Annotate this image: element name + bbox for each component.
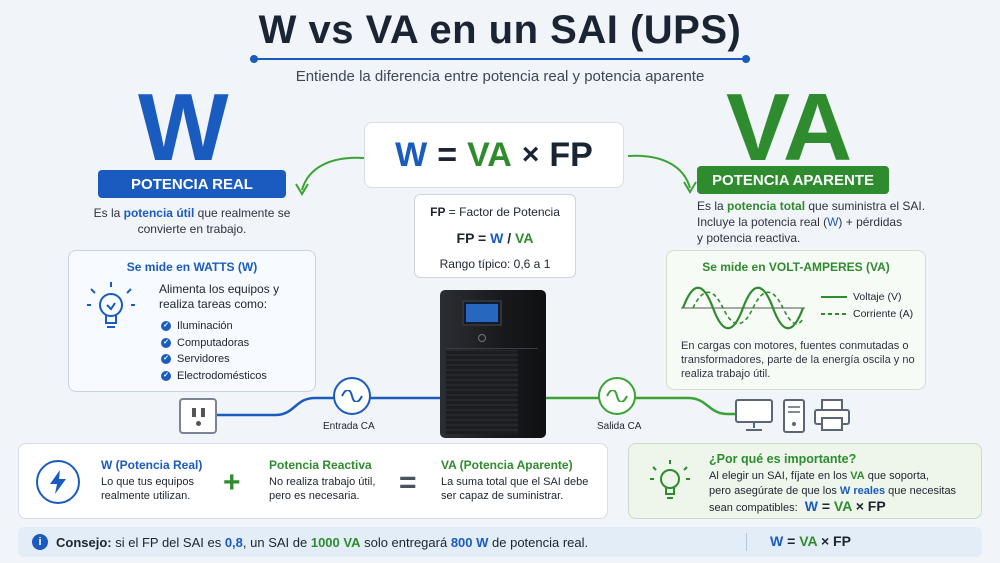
lightning-bolt-icon [36,460,80,504]
va-card-text: En cargas con motores, fuentes conmutada… [681,340,915,380]
wall-outlet-icon [179,398,217,434]
legend-corriente: Corriente (A) [853,308,914,320]
big-w-heading: W [138,74,229,181]
idea-bulb-icon [650,460,690,499]
tip-bar: i Consejo: si el FP del SAI es 0,8, un S… [18,527,982,557]
monitor-icon [735,399,773,431]
va-aparente-text: La suma total que el SAI debe ser capaz … [441,476,589,502]
power-equation-card: W (Potencia Real) Lo que tus equipos rea… [18,443,608,519]
plus-sign: + [223,466,241,499]
feature-list: ✓Iluminación ✓Computadoras ✓Servidores ✓… [161,318,267,384]
input-wire [217,396,443,417]
list-item: ✓Electrodomésticos [161,368,267,385]
potencia-real-description: Es la potencia útil que realmente se con… [93,206,291,236]
page-subtitle: Entiende la diferencia entre potencia re… [295,68,705,85]
w-real-title: W (Potencia Real) [101,458,203,472]
ups-device-icon [440,290,546,438]
printer-icon [814,399,850,431]
va-aparente-title: VA (Potencia Aparente) [441,458,573,472]
ac-output-icon [598,377,636,415]
sine-wave-icon [681,286,805,330]
why-text: Al elegir un SAI, fíjate en los VA que s… [709,470,957,514]
tip-divider [746,533,747,551]
legend-voltaje: Voltaje (V) [853,291,902,303]
check-icon: ✓ [161,370,171,381]
potencia-aparente-description: Es la potencia total que suministra el S… [697,199,926,245]
legend-lines-icon [821,296,847,315]
why-important-card: ¿Por qué es importante? Al elegir un SAI… [628,443,982,519]
why-title: ¿Por qué es importante? [709,452,857,466]
tip-text: Consejo: si el FP del SAI es 0,8, un SAI… [56,534,589,550]
list-item: ✓Computadoras [161,335,267,352]
check-icon: ✓ [161,354,171,365]
output-wire [540,396,736,416]
watts-card-title: Se mide en WATTS (W) [126,260,258,274]
ac-input-icon [333,377,371,415]
potencia-real-badge: POTENCIA REAL [98,170,286,198]
info-icon: i [32,534,48,550]
equals-sign: = [399,466,417,499]
reactiva-text: No realiza trabajo útil, pero es necesar… [269,476,376,502]
entrada-ca-label: Entrada CA [323,421,375,432]
salida-ca-label: Salida CA [597,421,642,432]
volt-amperes-card: Se mide en VOLT-AMPERES (VA) Voltaje (V)… [666,250,926,390]
tip-formula: W = VA × FP [770,533,851,549]
check-icon: ✓ [161,337,171,348]
lightbulb-icon [87,282,135,328]
watts-card: Se mide en WATTS (W) Alimenta los equipo… [68,250,316,392]
va-card-title: Se mide en VOLT-AMPERES (VA) [702,260,890,274]
server-tower-icon [783,399,805,433]
title-divider [250,55,750,63]
reactiva-title: Potencia Reactiva [269,458,372,472]
list-item: ✓Servidores [161,351,267,368]
arrow-to-va-icon [627,154,697,194]
check-icon: ✓ [161,321,171,332]
arrow-to-w-icon [295,156,365,196]
page-title: W vs VA en un SAI (UPS) [258,8,742,52]
power-factor-box: FP = Factor de Potencia FP = W / VA Rang… [414,194,576,278]
potencia-aparente-badge: POTENCIA APARENTE [697,166,889,194]
list-item: ✓Iluminación [161,318,267,335]
main-formula: W = VA × FP [364,122,624,188]
watts-card-text: Alimenta los equipos y realiza tareas co… [159,282,280,311]
big-va-heading: VA [726,74,853,181]
w-real-text: Lo que tus equipos realmente utilizan. [101,476,194,502]
